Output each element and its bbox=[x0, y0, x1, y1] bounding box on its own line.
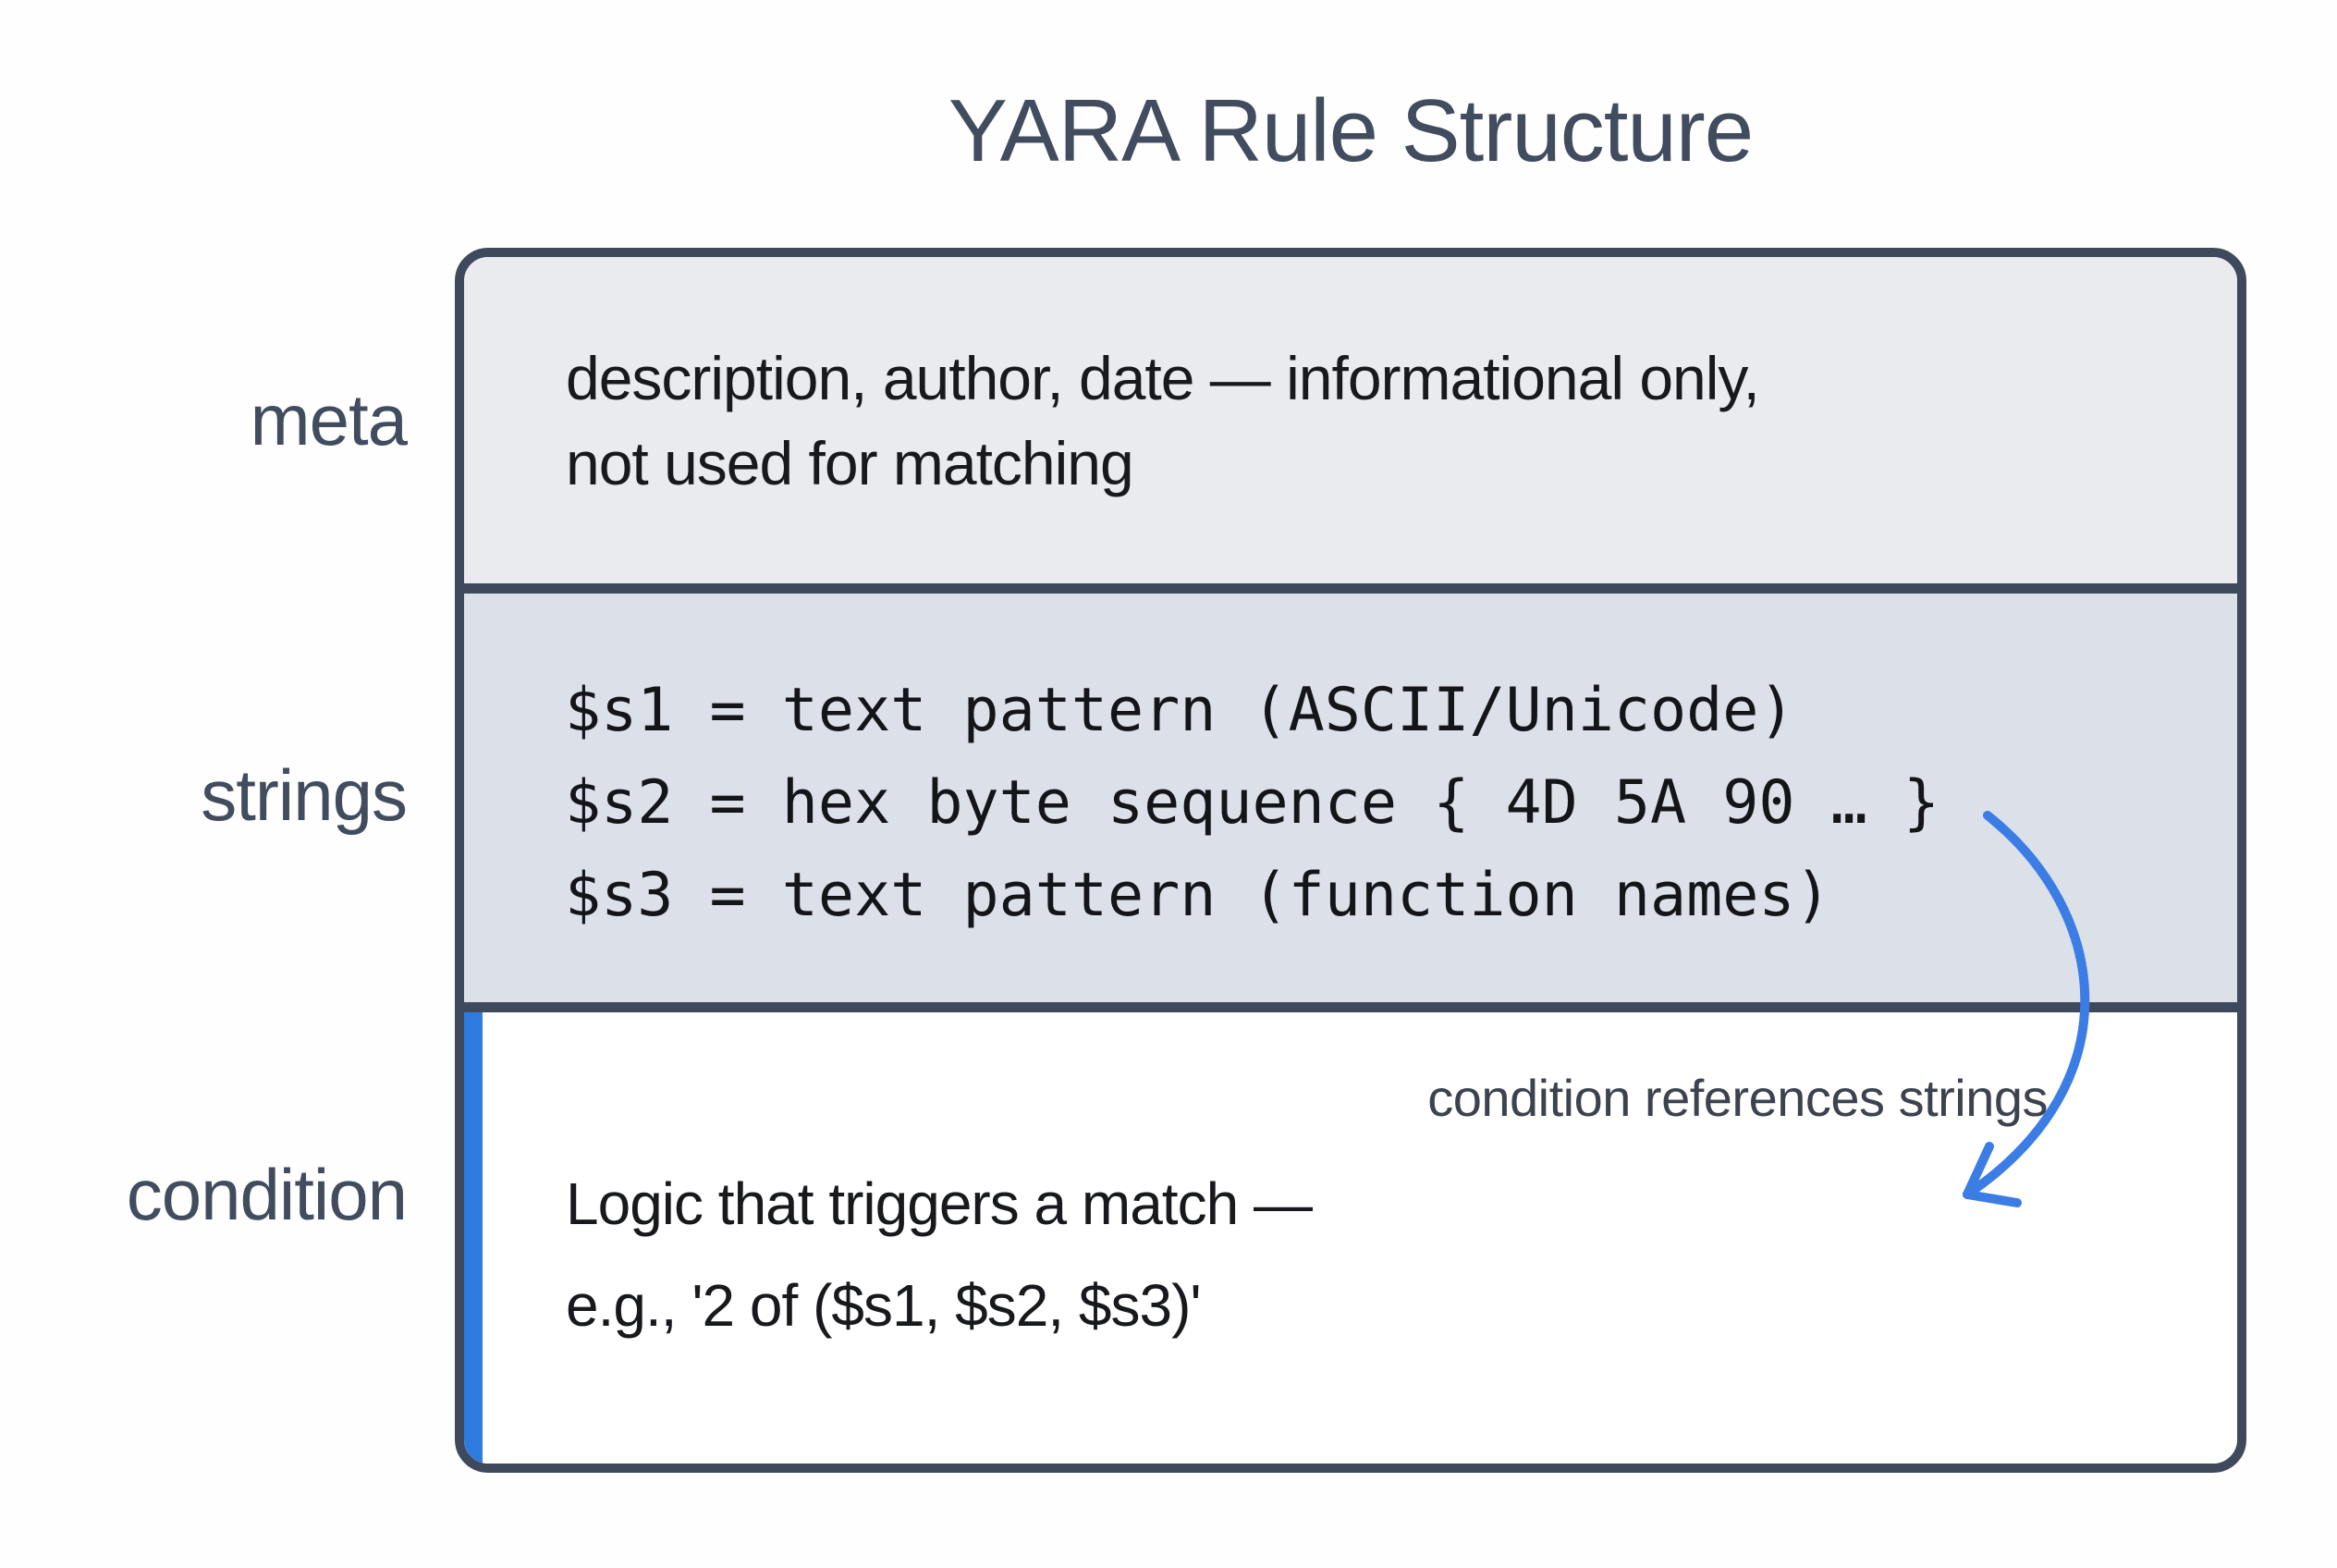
condition-text-block: Logic that triggers a match — e.g., '2 o… bbox=[483, 1153, 2237, 1356]
strings-section: $s1 = text pattern (ASCII/Unicode) $s2 =… bbox=[464, 594, 2237, 1002]
meta-section-label: meta bbox=[250, 379, 408, 460]
condition-references-annotation: condition references strings bbox=[1427, 1069, 2048, 1127]
condition-section: condition references strings Logic that … bbox=[464, 1012, 2237, 1464]
strings-condition-divider bbox=[464, 1002, 2237, 1012]
page-title: YARA Rule Structure bbox=[948, 81, 1754, 180]
meta-section: description, author, date — informationa… bbox=[464, 257, 2237, 583]
condition-text-line-1: Logic that triggers a match — bbox=[566, 1170, 1313, 1237]
strings-pattern-s3: $s3 = text pattern (function names) bbox=[565, 861, 1831, 930]
meta-strings-divider bbox=[464, 583, 2237, 594]
strings-section-label: strings bbox=[201, 754, 408, 836]
condition-section-label: condition bbox=[126, 1154, 408, 1235]
strings-pattern-s1: $s1 = text pattern (ASCII/Unicode) bbox=[565, 676, 1795, 745]
condition-text-line-2: e.g., '2 of ($s1, $s2, $s3)' bbox=[566, 1272, 1202, 1339]
yara-rule-box: description, author, date — informationa… bbox=[455, 248, 2246, 1473]
meta-text-line-1: description, author, date — informationa… bbox=[566, 343, 1760, 412]
strings-pattern-s2: $s2 = hex byte sequence { 4D 5A 90 … } bbox=[565, 768, 1940, 838]
meta-text-line-2: not used for matching bbox=[566, 428, 1134, 497]
